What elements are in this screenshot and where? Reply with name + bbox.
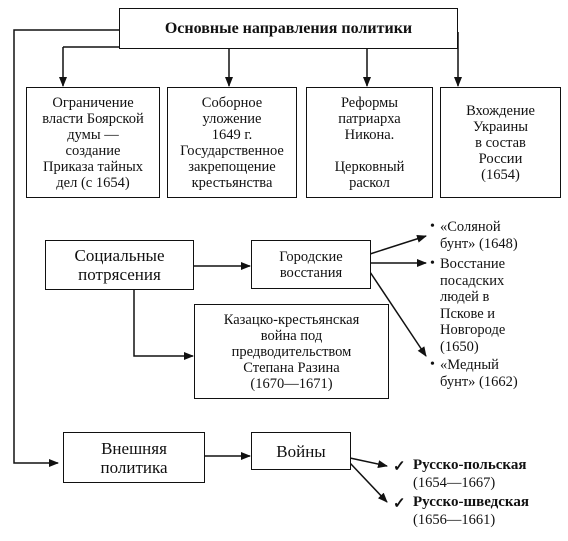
razin-war-label: Казацко-крестьянская война под предводит… [223, 311, 360, 392]
diagram-title: Основные направления политики [119, 8, 458, 49]
foreign-policy-label: Внешняя политика [100, 438, 168, 477]
uprising-pskov-novgorod: Восстание посадских людей в Пскове и Нов… [440, 256, 506, 355]
social-upheavals-label: Социальные потрясения [74, 246, 165, 284]
foreign-policy-box: Внешняя политика [63, 432, 205, 483]
uprising-salt-riot: «Соляной бунт» (1648) [440, 219, 518, 252]
war-russo-polish-years: (1654—1667) [413, 475, 496, 491]
uprising-bullet-3: • [430, 357, 435, 372]
direction-council-code-text: Соборное уложение 1649 г. Государственно… [180, 94, 284, 191]
check-icon: ✓ [393, 459, 406, 475]
direction-nikon-reforms: Реформы патриарха Никона. Церковный раск… [306, 87, 433, 198]
direction-boyar-duma-text: Ограничение власти Боярской думы — созда… [42, 94, 144, 191]
war-russo-swedish-years: (1656—1661) [413, 512, 496, 528]
direction-council-code: Соборное уложение 1649 г. Государственно… [167, 87, 297, 198]
razin-war-box: Казацко-крестьянская война под предводит… [194, 304, 389, 399]
check-icon: ✓ [393, 496, 406, 512]
war-russo-swedish: Русско-шведская [413, 494, 529, 510]
direction-ukraine-text: Вхождение Украины в состав России (1654) [466, 102, 535, 183]
uprising-bullet-1: • [430, 219, 435, 234]
city-uprisings-label: Городские восстания [279, 248, 343, 281]
war-russo-polish: Русско-польская [413, 457, 527, 473]
uprising-copper-riot: «Медный бунт» (1662) [440, 357, 518, 390]
city-uprisings-box: Городские восстания [251, 240, 371, 289]
direction-nikon-reforms-text: Реформы патриарха Никона. Церковный раск… [334, 94, 405, 191]
uprising-bullet-2: • [430, 256, 435, 271]
direction-boyar-duma: Ограничение власти Боярской думы — созда… [26, 87, 160, 198]
wars-box: Войны [251, 432, 351, 470]
diagram-title-text: Основные направления политики [164, 19, 413, 37]
direction-ukraine: Вхождение Украины в состав России (1654) [440, 87, 561, 198]
social-upheavals-box: Социальные потрясения [45, 240, 194, 290]
wars-label: Войны [276, 441, 326, 461]
